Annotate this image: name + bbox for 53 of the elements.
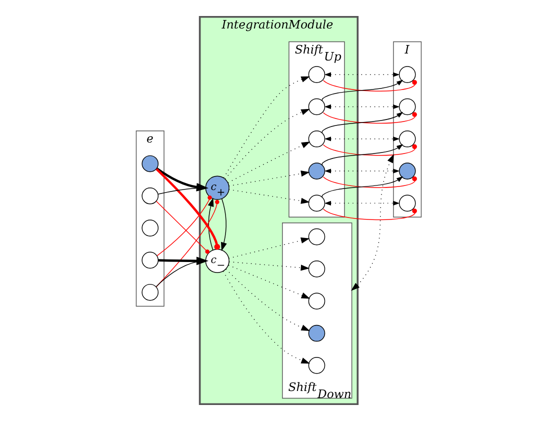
node-circle (142, 284, 159, 301)
connector (322, 80, 417, 92)
arrow (224, 108, 310, 180)
arrow (321, 112, 404, 134)
node-circle (308, 98, 326, 116)
node-circle (308, 324, 326, 342)
node-circle (142, 252, 159, 269)
arrow (220, 198, 227, 252)
arrow (228, 237, 310, 259)
arrow (324, 168, 400, 174)
node-circle (142, 155, 159, 172)
arrow (228, 264, 310, 299)
arrow (321, 176, 404, 198)
node-circle (308, 292, 326, 310)
node-circle (308, 162, 326, 180)
arrow (228, 170, 310, 186)
arrow (228, 261, 310, 271)
node-circle (398, 66, 416, 83)
node-circle (398, 98, 416, 116)
arrow (321, 144, 404, 166)
arrow (226, 268, 310, 332)
connector (322, 112, 417, 124)
node-circle (142, 187, 159, 204)
arrow (350, 154, 394, 291)
node-circle (308, 228, 326, 246)
cluster: e (136, 130, 164, 307)
connector (156, 200, 220, 288)
connector (322, 176, 417, 188)
arrow (228, 142, 310, 183)
node-circle (308, 194, 326, 212)
arrow (228, 189, 310, 204)
arrow (324, 72, 400, 77)
node-circle (308, 66, 326, 83)
node-circle (398, 130, 416, 148)
arrow (324, 104, 400, 110)
arrow (321, 80, 404, 102)
connector (156, 168, 220, 250)
arrow (222, 270, 310, 364)
arrow (208, 198, 214, 250)
arrow (324, 136, 400, 142)
node-circle (308, 260, 326, 278)
connector (322, 144, 417, 156)
node-circle (398, 194, 416, 212)
connector (322, 208, 417, 220)
arrow (223, 76, 310, 178)
node-circle (308, 130, 326, 148)
connector (156, 200, 210, 254)
connector (156, 195, 212, 256)
node-circle (308, 357, 326, 374)
arrow (156, 167, 208, 192)
node-circle (398, 162, 416, 180)
arrow (324, 200, 400, 206)
node-circle (142, 220, 159, 236)
